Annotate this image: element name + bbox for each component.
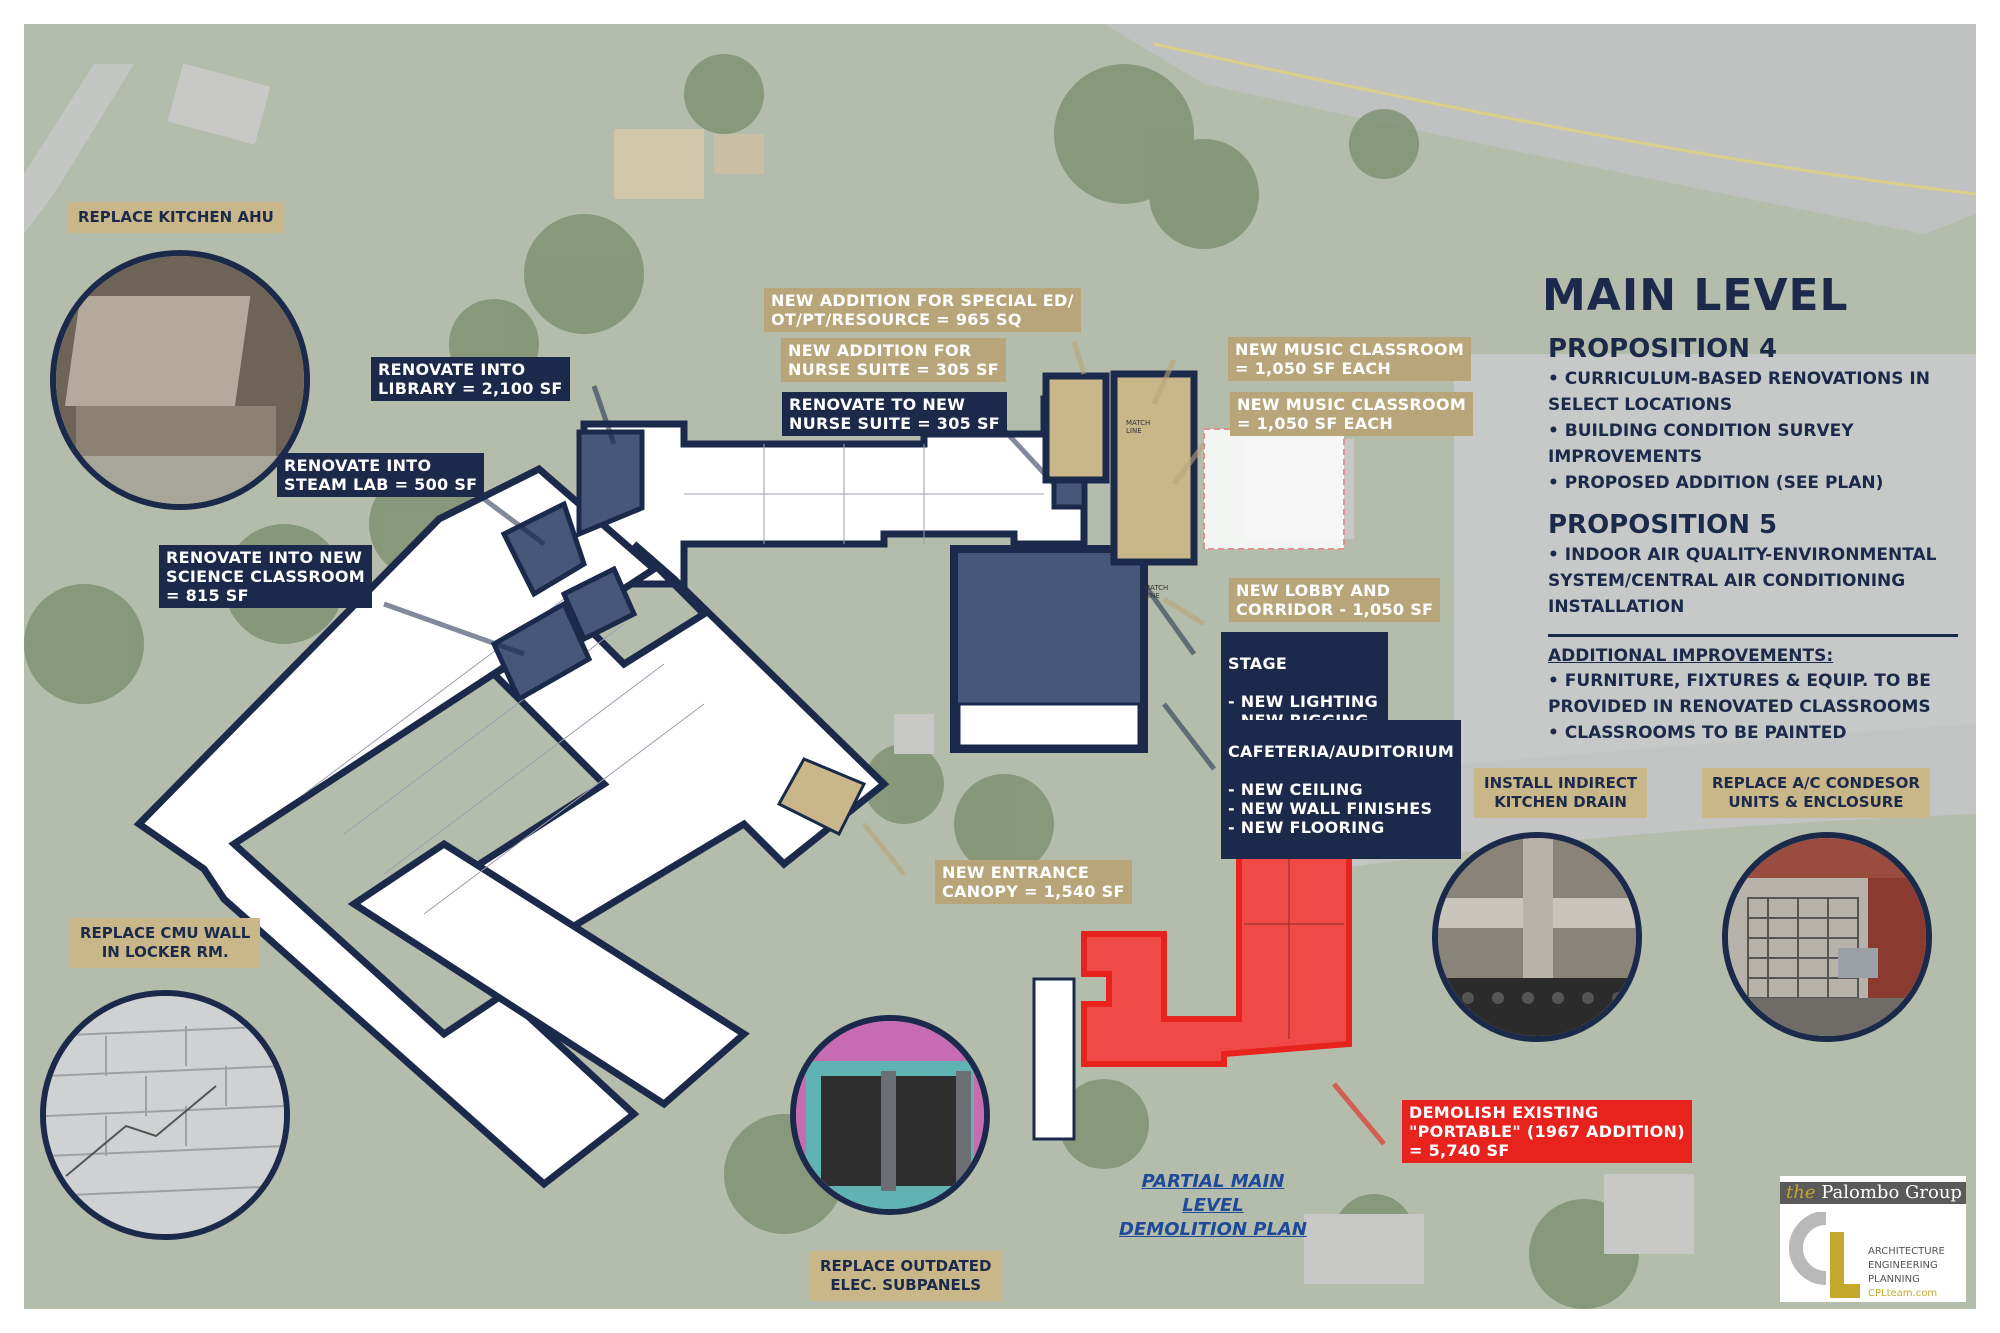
photo-ac-condensor [1722,832,1932,1042]
label-nurse-addition: NEW ADDITION FOR NURSE SUITE = 305 SF [781,338,1007,382]
cafeteria-items: - NEW CEILING - NEW WALL FINISHES - NEW … [1228,780,1433,837]
proposition-4-item: • PROPOSED ADDITION (SEE PLAN) [1548,473,1884,493]
label-music-classroom-2: NEW MUSIC CLASSROOM = 1,050 SF EACH [1230,392,1474,436]
photo-elec-subpanels [790,1015,990,1215]
proposition-5-item: • INDOOR AIR QUALITY-ENVIRONMENTAL SYSTE… [1548,545,1937,617]
match-line-label: MATCH LINE [1144,584,1169,600]
proposition-4-heading: PROPOSITION 4 [1548,334,1778,364]
logo-line-planning: PLANNING [1868,1274,1920,1285]
info-panel: MAIN LEVEL PROPOSITION 4 • CURRICULUM-BA… [1538,258,1968,758]
aerial-site-map: MATCH LINE MATCH LINE [24,24,1976,1309]
tag-replace-cmu-wall: REPLACE CMU WALL IN LOCKER RM. [70,918,261,968]
tag-replace-kitchen-ahu: REPLACE KITCHEN AHU [68,202,284,233]
label-science-classroom: RENOVATE INTO NEW SCIENCE CLASSROOM = 81… [159,545,372,608]
proposition-4-item: • BUILDING CONDITION SURVEY IMPROVEMENTS [1548,421,1854,467]
label-demolish-portable: DEMOLISH EXISTING "PORTABLE" (1967 ADDIT… [1402,1100,1692,1163]
logo-line-engineering: ENGINEERING [1868,1260,1938,1271]
photo-kitchen-drain [1432,832,1642,1042]
panel-divider [1548,634,1958,637]
proposition-5-heading: PROPOSITION 5 [1548,510,1778,540]
proposition-4-item: • CURRICULUM-BASED RENOVATIONS IN SELECT… [1548,369,1930,415]
logo-wordmark: the Palombo Group [1780,1182,1966,1204]
stage-title: STAGE [1228,654,1288,673]
panel-title: MAIN LEVEL [1542,270,1849,321]
label-library: RENOVATE INTO LIBRARY = 2,100 SF [371,357,570,401]
demolition-plan-title: PARTIAL MAIN LEVEL DEMOLITION PLAN [1119,1171,1307,1240]
palombo-group-logo: the Palombo Group ARCHITECTURE ENGINEERI… [1780,1176,1966,1302]
photo-kitchen-ahu [50,250,310,510]
logo-line-architecture: ARCHITECTURE [1868,1246,1945,1257]
photo-cmu-wall [40,990,290,1240]
tag-indirect-kitchen-drain: INSTALL INDIRECT KITCHEN DRAIN [1474,768,1648,818]
label-music-classroom-1: NEW MUSIC CLASSROOM = 1,050 SF EACH [1228,337,1472,381]
site-plan-drawing [24,24,1976,1309]
label-lobby-corridor: NEW LOBBY AND CORRIDOR - 1,050 SF [1229,578,1441,622]
cafeteria-label: CAFETERIA/AUDITORIUM - NEW CEILING - NEW… [1221,720,1462,859]
label-nurse-renovate: RENOVATE TO NEW NURSE SUITE = 305 SF [782,392,1008,436]
label-steam-lab: RENOVATE INTO STEAM LAB = 500 SF [277,453,485,497]
logo-the: the [1786,1182,1816,1203]
cpl-logo-icon [1789,1212,1860,1298]
additional-item: • FURNITURE, FIXTURES & EQUIP. TO BE PRO… [1548,671,1931,717]
additional-improvements-heading: ADDITIONAL IMPROVEMENTS: [1548,646,1834,666]
additional-item: • CLASSROOMS TO BE PAINTED [1548,723,1847,743]
label-entrance-canopy: NEW ENTRANCE CANOPY = 1,540 SF [935,860,1132,904]
match-line-label: MATCH LINE [1126,419,1151,435]
tag-replace-ac-condensor: REPLACE A/C CONDESOR UNITS & ENCLOSURE [1702,768,1930,818]
label-special-ed-addition: NEW ADDITION FOR SPECIAL ED/ OT/PT/RESOU… [764,288,1081,332]
tag-replace-subpanels: REPLACE OUTDATED ELEC. SUBPANELS [810,1251,1002,1301]
logo-name: Palombo Group [1821,1182,1962,1203]
cafeteria-title: CAFETERIA/AUDITORIUM [1228,742,1455,761]
logo-website: CPLteam.com [1868,1288,1938,1299]
